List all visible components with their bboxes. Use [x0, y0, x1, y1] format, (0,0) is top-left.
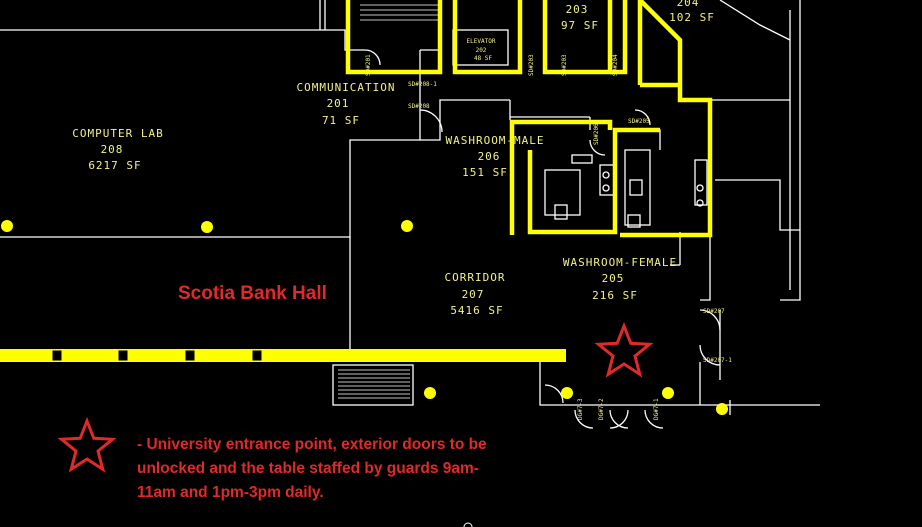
columns — [1, 220, 728, 415]
door-tag: DG#7-2 — [598, 398, 605, 420]
door-tags: SD#201 SD#208-1 SD#208 SD#203 SD#203 SD#… — [365, 54, 732, 420]
svg-text:216 SF: 216 SF — [592, 289, 638, 302]
svg-text:151 SF: 151 SF — [462, 166, 508, 179]
yellow-walls — [345, 0, 713, 238]
svg-text:COMMUNICATION: COMMUNICATION — [296, 81, 395, 94]
svg-text:204: 204 — [677, 0, 700, 9]
room-corridor: CORRIDOR 207 5416 SF — [445, 271, 506, 317]
door-tag: DG#7-1 — [653, 398, 660, 420]
svg-text:102 SF: 102 SF — [669, 11, 715, 24]
edge-marker — [463, 522, 473, 527]
door-tag: SD#203 — [561, 54, 568, 76]
svg-text:207: 207 — [462, 288, 485, 301]
svg-text:5416 SF: 5416 SF — [450, 304, 503, 317]
room-203: 203 97 SF — [561, 3, 599, 32]
room-washroom-male: WASHROOM-MALE 206 151 SF — [445, 134, 544, 179]
svg-text:97 SF: 97 SF — [561, 19, 599, 32]
svg-text:WASHROOM-MALE: WASHROOM-MALE — [445, 134, 544, 147]
room-204: 204 102 SF — [669, 0, 715, 24]
room-labels: COMPUTER LAB 208 6217 SF COMMUNICATION 2… — [72, 0, 715, 317]
door-tag: SD#207 — [703, 308, 725, 315]
room-washroom-female: WASHROOM-FEMALE 205 216 SF — [563, 256, 677, 302]
door-tag: SD#205 — [628, 118, 650, 125]
svg-text:6217 SF: 6217 SF — [88, 159, 141, 172]
door-tag: SD#207-1 — [703, 357, 732, 364]
svg-text:COMPUTER LAB: COMPUTER LAB — [72, 127, 163, 140]
svg-text:208: 208 — [101, 143, 124, 156]
hall-label: Scotia Bank Hall — [178, 283, 327, 304]
svg-text:202: 202 — [476, 47, 487, 54]
legend-text: - University entrance point, exterior do… — [137, 436, 487, 501]
door-tag: DG#7-3 — [577, 398, 584, 420]
exterior-wall-band — [0, 349, 566, 362]
door-tag: SD#203 — [528, 54, 535, 76]
legend-star-icon — [57, 416, 117, 473]
svg-text:205: 205 — [602, 272, 625, 285]
svg-text:203: 203 — [566, 3, 589, 16]
room-communication: COMMUNICATION 201 71 SF — [296, 81, 395, 127]
svg-text:71 SF: 71 SF — [322, 114, 360, 127]
door-tag: SD#206 — [593, 123, 600, 145]
svg-text:CORRIDOR: CORRIDOR — [445, 271, 506, 284]
door-tag: SD#201 — [365, 54, 372, 76]
svg-text:201: 201 — [327, 97, 350, 110]
door-tag: SD#208-1 — [408, 81, 437, 88]
floor-linework — [0, 0, 820, 429]
room-elevator: ELEVATOR 202 48 SF — [467, 38, 496, 62]
door-tag: SD#208 — [408, 103, 430, 110]
entrance-star-icon — [594, 321, 654, 378]
svg-text:48 SF: 48 SF — [474, 55, 492, 62]
svg-text:ELEVATOR: ELEVATOR — [467, 38, 496, 45]
svg-text:WASHROOM-FEMALE: WASHROOM-FEMALE — [563, 256, 677, 269]
svg-text:206: 206 — [478, 150, 501, 163]
room-computer-lab: COMPUTER LAB 208 6217 SF — [72, 127, 163, 172]
door-tag: SD#204 — [612, 54, 619, 76]
